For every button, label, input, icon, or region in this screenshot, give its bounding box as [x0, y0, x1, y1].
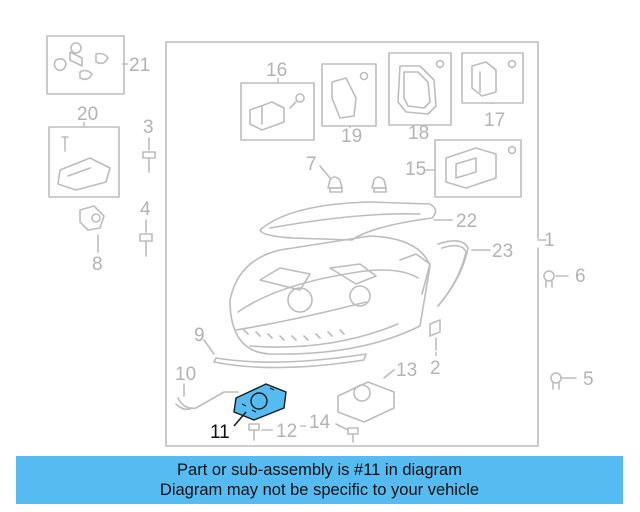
callout-10: 10	[175, 364, 196, 385]
part-21-box	[46, 35, 125, 95]
part-9-strip	[203, 339, 367, 369]
part-23-trim	[437, 240, 491, 307]
part-21-clips	[53, 42, 109, 81]
info-banner: Part or sub-assembly is #11 in diagram D…	[16, 456, 623, 504]
part-14-bolt	[335, 423, 359, 443]
callout-14: 14	[309, 412, 331, 433]
callout-4: 4	[140, 199, 151, 220]
assembly-frame	[165, 41, 539, 447]
callout-17: 17	[484, 110, 505, 131]
callout-20: 20	[77, 104, 98, 125]
callout-13: 13	[396, 360, 417, 381]
part-20-box	[48, 126, 120, 198]
callout-11: 11	[210, 422, 230, 443]
part-13-control-unit	[337, 369, 395, 423]
callout-7: 7	[306, 154, 317, 175]
callout-6: 6	[575, 266, 586, 287]
callout-3: 3	[143, 117, 154, 138]
part-18-seal	[397, 59, 445, 115]
part-16-box	[240, 82, 315, 141]
callout-5: 5	[583, 369, 594, 390]
callout-8: 8	[92, 254, 103, 275]
part-12-bolt	[248, 423, 273, 441]
part-3-bolt	[142, 137, 156, 173]
callout-12: 12	[276, 421, 297, 442]
callout-2: 2	[430, 358, 441, 379]
callout-9: 9	[194, 325, 205, 346]
part-17-ballast	[471, 59, 517, 97]
part-19-box	[321, 63, 377, 127]
part-5-clip	[550, 372, 577, 390]
callout-23: 23	[492, 241, 513, 262]
part-10-cable	[175, 383, 239, 411]
part-6-clip	[543, 270, 569, 288]
part-7-bulbs	[319, 165, 387, 193]
part-22-lens	[259, 201, 453, 241]
headlamp-housing	[229, 235, 431, 355]
callout-1: 1	[544, 230, 555, 251]
part-20-bracket	[57, 136, 111, 191]
part-19-cover	[331, 71, 369, 119]
part-15-module	[445, 145, 517, 189]
banner-line-1: Part or sub-assembly is #11 in diagram	[177, 461, 462, 479]
part-2-bracket	[429, 319, 441, 351]
callout-19: 19	[341, 126, 362, 147]
callout-18: 18	[408, 123, 429, 144]
callout-15: 15	[405, 159, 426, 180]
banner-line-2: Diagram may not be specific to your vehi…	[159, 481, 480, 499]
part-8-actuator	[79, 205, 105, 253]
part-16-module	[249, 93, 305, 131]
part-4-bolt	[139, 219, 153, 257]
callout-22: 22	[456, 211, 477, 232]
callout-21: 21	[129, 55, 150, 76]
callout-16: 16	[266, 60, 287, 81]
part-15-box	[434, 139, 522, 198]
part-11-highlighted	[233, 383, 287, 427]
